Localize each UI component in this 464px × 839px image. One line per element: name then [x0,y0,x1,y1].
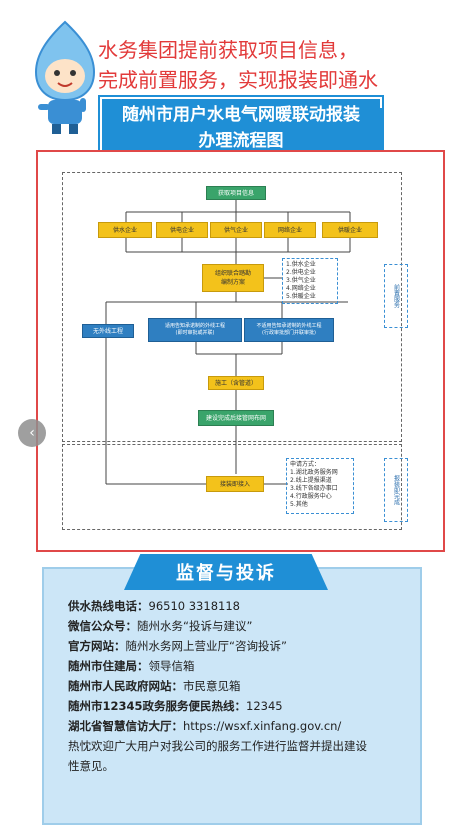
contact-url[interactable]: https://wsxf.xinfang.gov.cn/ [183,719,342,733]
contact-value: 96510 3318118 [148,599,240,613]
title-line-2: 办理流程图 [198,131,284,151]
prev-arrow-icon[interactable]: ‹ [18,419,46,447]
contact-label: 微信公众号： [68,619,137,633]
plan-list-item: 5.供暖企业 [286,293,316,300]
step-joint-survey: 组织联合踏勘 编制方案 [202,264,264,292]
enterprise-water: 供水企业 [98,222,152,238]
contact-row: 随州市12345政务服务便民热线：12345 [68,698,283,714]
contact-label: 湖北省智慧信访大厅： [68,719,183,733]
contact-value: 随州水务“投诉与建议” [137,619,253,633]
apply-methods-box: 申请方式： 1.湖北政务服务网 2.线上提报渠道 3.线下各级办事口 4.行政服… [286,458,354,514]
title-accent-bar [378,108,384,152]
supervision-panel [42,567,422,825]
contact-label: 随州市人民政府网站： [68,679,183,693]
closing-text-line-1: 热忱欢迎广大用户对我公司的服务工作进行监督并提出建设 [68,739,367,753]
contact-row: 官方网站：随州水务网上营业厅“咨询投诉” [68,638,287,654]
apply-method-item: 1.湖北政务服务网 [290,469,338,476]
completion-frame [62,444,402,530]
step-complete-network: 建设完成后接管网布网 [198,410,274,426]
contact-label: 官方网站： [68,639,126,653]
contact-row: 微信公众号：随州水务“投诉与建议” [68,618,252,634]
title-line-1: 随州市用户水电气网暖联动报装 [122,105,360,125]
contact-label: 随州市住建局： [68,659,149,673]
banner-line-2: 完成前置服务，实现报装即通水 [98,68,378,92]
plan-list-item: 2.供电企业 [286,269,316,276]
plan-enterprise-list: 1.供水企业 2.供电企业 3.供气企业 4.网络企业 5.供暖企业 [282,258,338,304]
plan-list-item: 4.网络企业 [286,285,316,292]
contact-row: 供水热线电话：96510 3318118 [68,598,240,614]
apply-method-item: 5.其他 [290,501,308,508]
water-drop-mascot-icon [34,20,96,134]
apply-method-item: 4.行政服务中心 [290,493,332,500]
closing-text-line-2: 性意见。 [68,759,114,773]
contact-row: 随州市人民政府网站：市民意见箱 [68,678,241,694]
contact-value: 12345 [246,699,283,713]
plan-list-item: 3.供气企业 [286,277,316,284]
contact-label: 供水热线电话： [68,599,149,613]
side-tag-pre-service: 前置服务 [384,264,408,328]
enterprise-power: 供电企业 [156,222,208,238]
enterprise-gas: 供气企业 [210,222,262,238]
contact-value: 市民意见箱 [183,679,241,693]
apply-method-item: 3.线下各级办事口 [290,485,338,492]
side-tag-completion: 报装即完成 [384,458,408,522]
page-title: 随州市用户水电气网暖联动报装 办理流程图 [100,97,382,159]
step-connect: 接装即接入 [206,476,264,492]
enterprise-network: 网络企业 [264,222,316,238]
supervision-title: 监督与投诉 [124,554,328,590]
contact-row: 随州市住建局：领导信箱 [68,658,195,674]
apply-method-item: 2.线上提报渠道 [290,477,332,484]
contact-value: 领导信箱 [148,659,195,673]
flowchart-panel: 获取项目信息 供水企业 供电企业 供气企业 网络企业 供暖企业 组织联合踏勘 编… [36,150,445,552]
plan-list-item: 1.供水企业 [286,261,316,268]
contact-label: 随州市12345政务服务便民热线： [68,699,247,713]
step-construction: 施工（含管道） [208,376,264,390]
apply-methods-title: 申请方式： [290,461,321,468]
branch-non-commitment: 不适用告知承诺制的外线工程 (行政审批部门并联审批) [244,318,334,342]
enterprise-heating: 供暖企业 [322,222,378,238]
branch-commitment: 适用告知承诺制的外线工程 (即时审批或并联) [148,318,242,342]
banner-line-1: 水务集团提前获取项目信息， [98,38,358,62]
step-get-project-info: 获取项目信息 [206,186,266,200]
contact-value: 随州水务网上营业厅“咨询投诉” [125,639,287,653]
flow-connectors [105,200,351,485]
contact-row: 湖北省智慧信访大厅：https://wsxf.xinfang.gov.cn/ [68,718,341,734]
pre-service-frame [62,172,402,442]
branch-no-external: 无外线工程 [82,324,134,338]
